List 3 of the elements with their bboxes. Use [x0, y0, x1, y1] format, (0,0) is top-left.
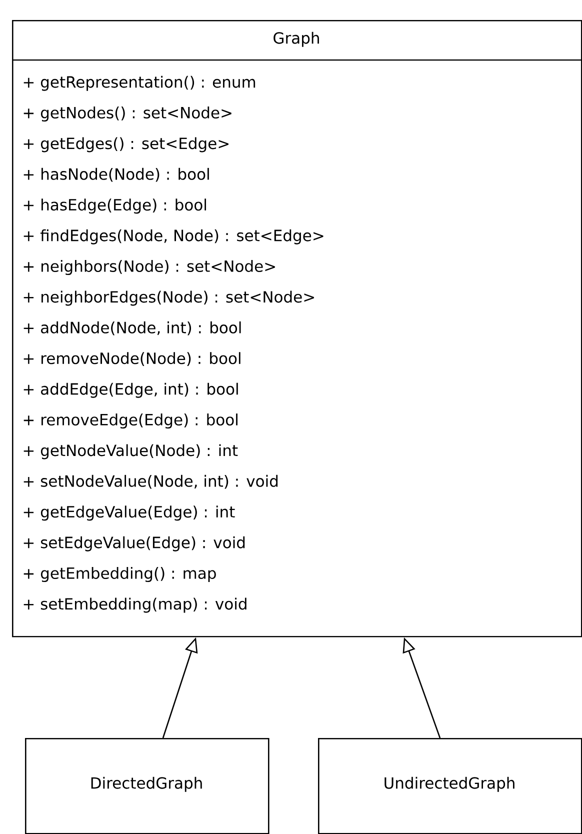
class-box: Graph + getRepresentation() : enum + getNodes() : set<Node> + getEdges() : set<Edge> + hasNode(Node) : bool + hasEdge(Edge) : bool + findEdges(Node, Node) : set<Edge> + neighbors(Node) : set<Node> + neighborEdges(Node) : set<Node> + addNode(Node, int) : bool + removeNode(Node) : bool + addEdge(Edge, int) : bool + removeEdge(Edge) : bool + getNodeValue(Node) : int + setNodeValue(Node, int) : void + getEdgeValue(Edge) : int + setEdgeValue(Edge) : void + getEmbedding() : map + setEmbedding(map) : void [12, 20, 582, 638]
class-box: DirectedGraph [25, 738, 270, 834]
class-box: UndirectedGraph [318, 738, 582, 834]
